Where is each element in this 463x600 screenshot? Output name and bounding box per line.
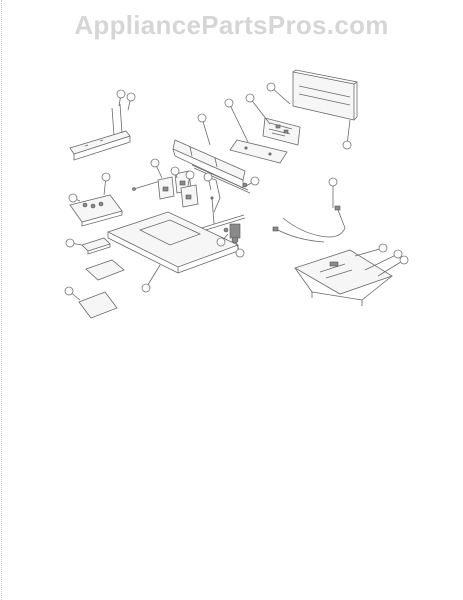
control-board[interactable]: [262, 117, 301, 146]
insulation-pad-small[interactable]: [81, 237, 111, 255]
insulation-pad-medium[interactable]: [85, 259, 125, 281]
rear-trim-panel[interactable]: [292, 69, 359, 121]
control-panel-bracket[interactable]: [172, 139, 246, 189]
electrode-tube[interactable]: [210, 196, 215, 225]
page-edge-divider: [1, 0, 2, 600]
lower-access-panel[interactable]: [294, 249, 393, 306]
watermark: AppliancePartsPros.com: [74, 10, 389, 40]
insulation-pad-large[interactable]: [78, 291, 118, 319]
gas-valve-regulator[interactable]: [197, 214, 246, 244]
board-mounting-plate[interactable]: [229, 139, 288, 164]
callout-markers: [64, 82, 409, 296]
terminal-block-bracket[interactable]: [69, 194, 123, 227]
wire-harness[interactable]: [272, 205, 346, 243]
rear-trim-bracket[interactable]: [69, 103, 131, 161]
